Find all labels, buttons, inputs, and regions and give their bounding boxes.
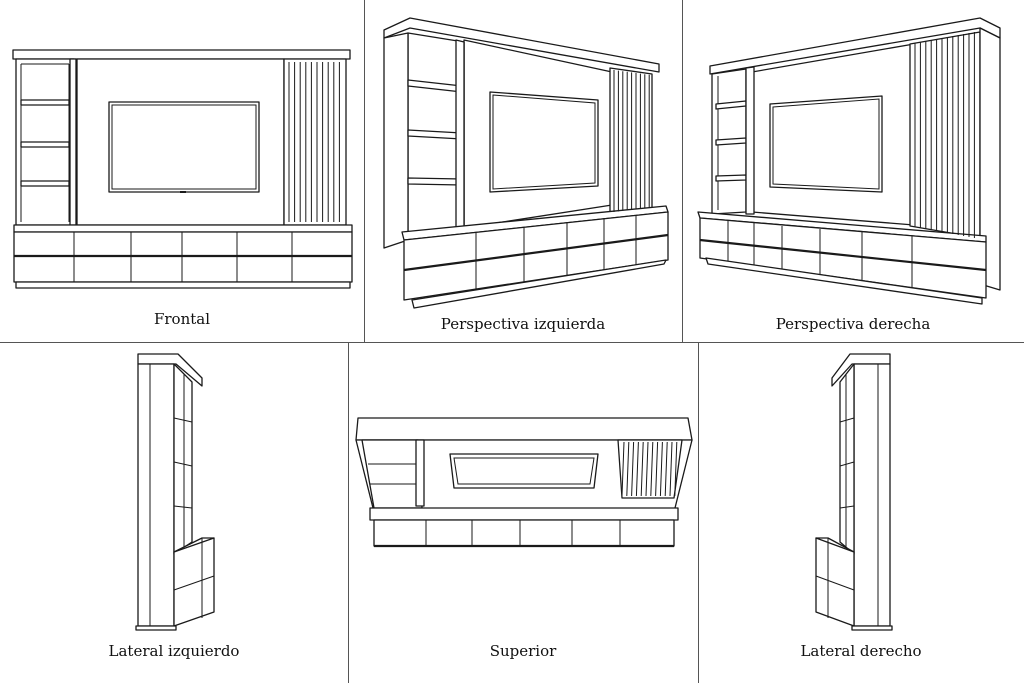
slat-line: [626, 441, 630, 497]
tv-screen-right-persp: [769, 95, 883, 193]
slat-line: [650, 441, 654, 497]
vertical-divider-top-left: [364, 0, 365, 342]
slat-line: [635, 441, 639, 497]
lateral-izquierdo-drawing: [135, 353, 215, 631]
vertical-divider-bottom-right: [698, 342, 699, 683]
slat-line: [645, 441, 649, 497]
slat-line: [669, 441, 673, 497]
view-superior: Superior: [348, 342, 698, 683]
caption-frontal: Frontal: [153, 310, 211, 328]
view-lateral-derecho: Lateral derecho: [698, 342, 1024, 683]
caption-lateral-derecho: Lateral derecho: [800, 642, 922, 660]
slat-line: [640, 441, 644, 497]
vertical-divider-bottom-left: [348, 342, 349, 683]
caption-perspectiva-derecha: Perspectiva derecha: [775, 315, 931, 333]
slat-line: [621, 441, 625, 497]
view-perspectiva-izquierda: Perspectiva izquierda: [364, 0, 682, 342]
caption-lateral-izquierdo: Lateral izquierdo: [108, 642, 240, 660]
view-frontal: Frontal: [0, 0, 364, 342]
frontal-drawing: [12, 49, 353, 289]
view-lateral-izquierdo: Lateral izquierdo: [0, 342, 348, 683]
slat-line: [655, 441, 659, 497]
perspectiva-izquierda-drawing: [383, 17, 669, 309]
tv-screen-top: [449, 453, 599, 489]
superior-drawing: [355, 417, 693, 548]
tv-screen: [108, 101, 260, 193]
lateral-derecho-drawing: [815, 353, 893, 631]
slat-line: [631, 441, 635, 497]
slat-line: [674, 441, 678, 497]
slat-line: [664, 441, 668, 497]
view-perspectiva-derecha: Perspectiva derecha: [682, 0, 1024, 342]
vertical-divider-top-right: [682, 0, 683, 342]
caption-perspectiva-izquierda: Perspectiva izquierda: [440, 315, 606, 333]
caption-superior: Superior: [489, 642, 557, 660]
horizontal-divider: [0, 342, 1024, 343]
slat-line: [659, 441, 663, 497]
tv-screen-left-persp: [489, 91, 599, 193]
perspectiva-derecha-drawing: [697, 17, 1001, 305]
